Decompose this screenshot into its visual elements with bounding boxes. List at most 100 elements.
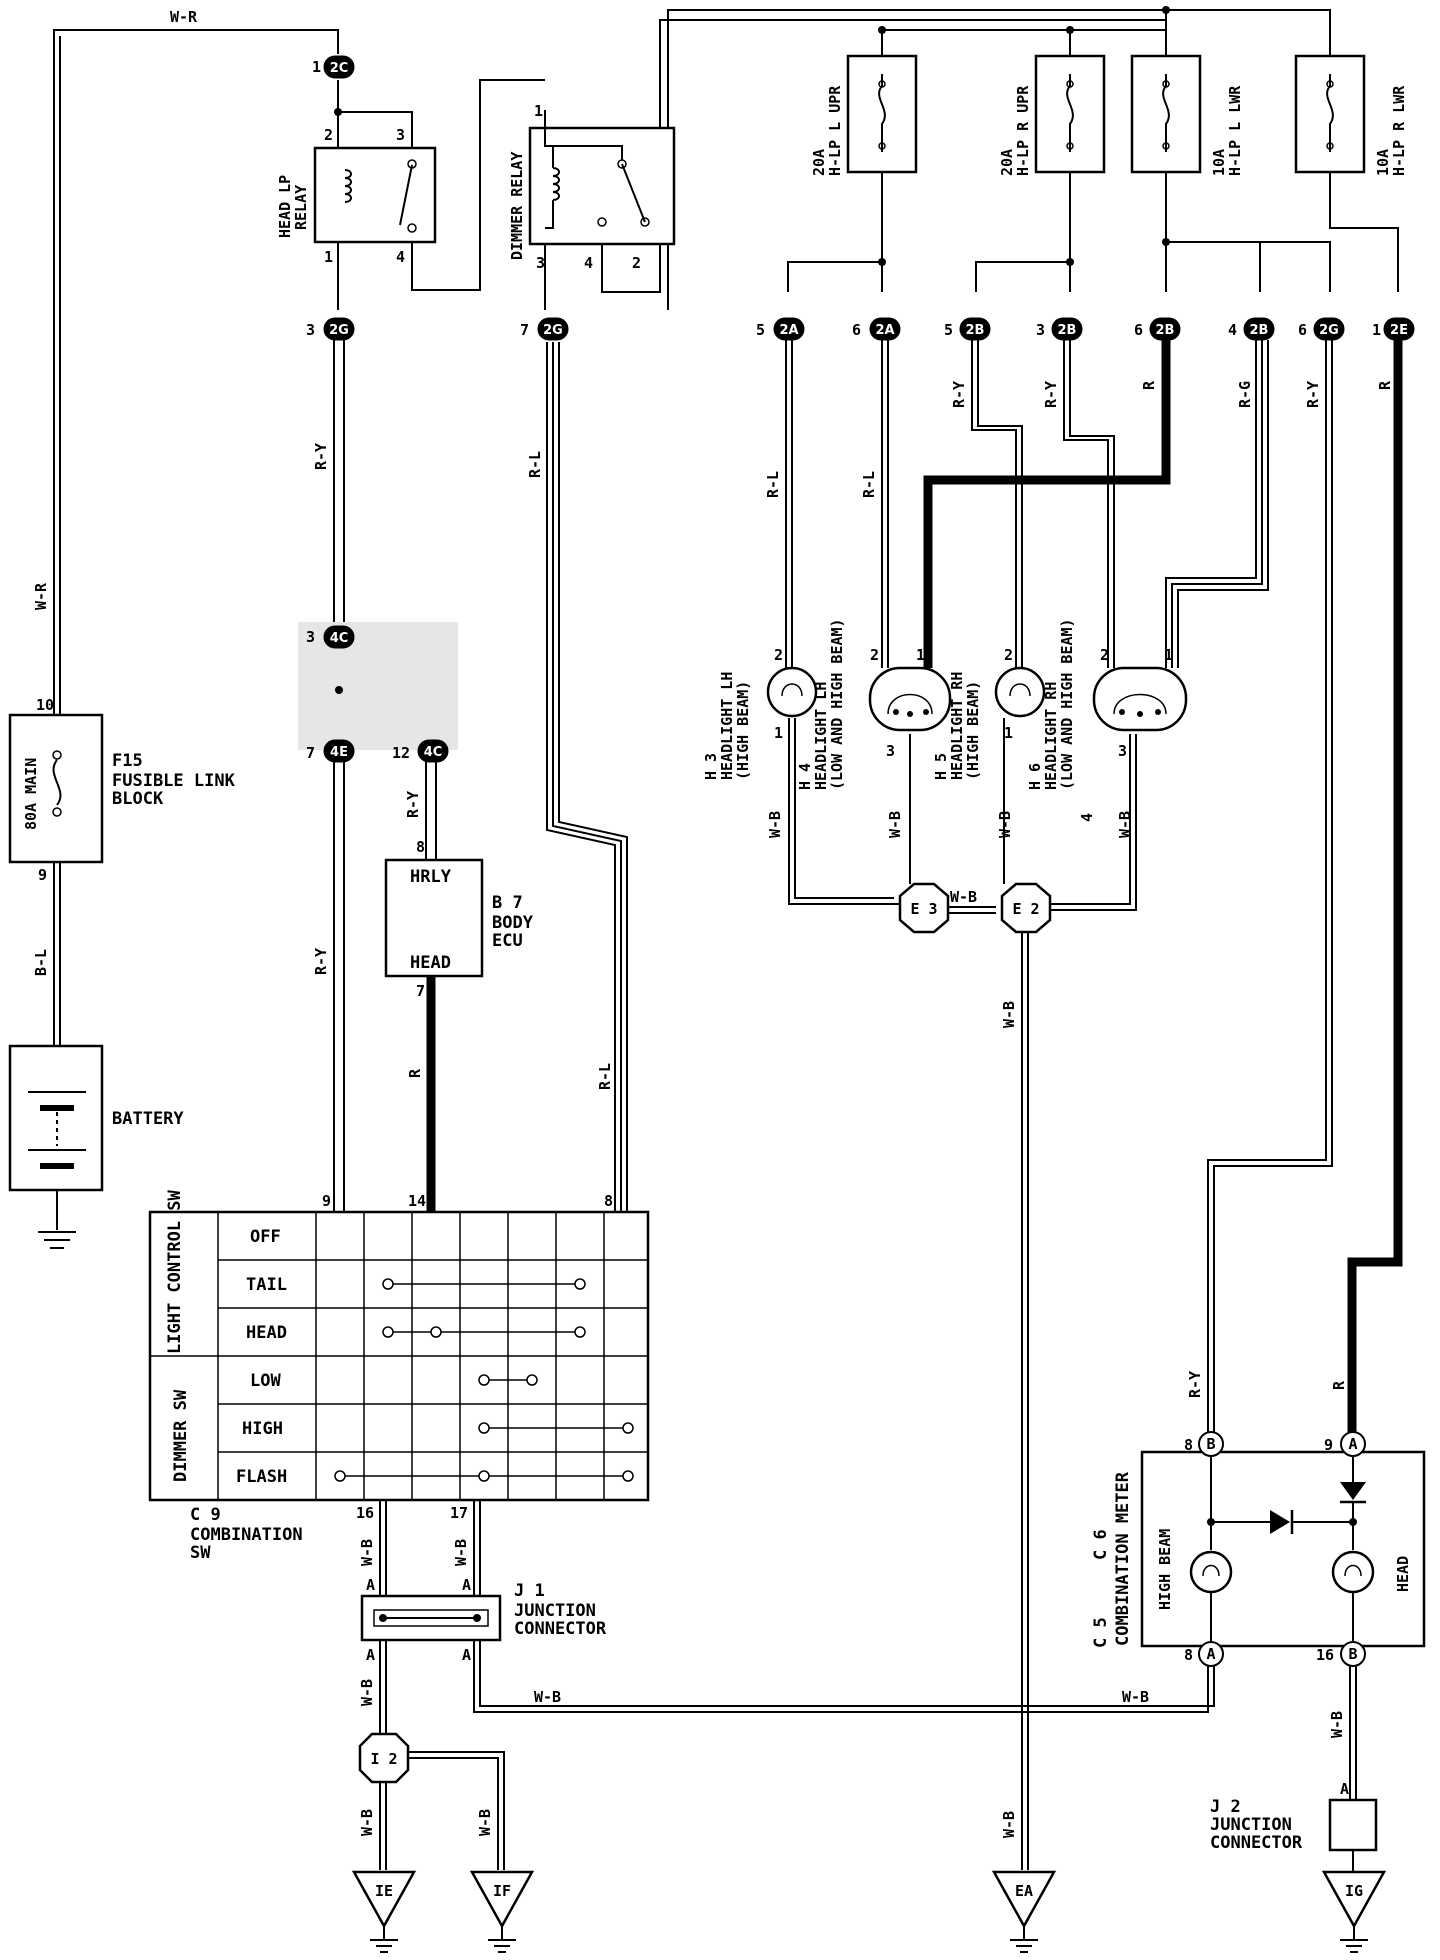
label-b-l: B-L — [32, 949, 50, 976]
h4-pin-2: 2 — [870, 646, 879, 664]
wire-i2-if — [408, 1751, 505, 1870]
fuse-3: 10A H-LP L LWR — [1130, 54, 1244, 176]
ground-ea: EA — [991, 1870, 1057, 1953]
dimmer-relay-contact-3 — [640, 217, 650, 227]
cs-dimmer-group-label: DIMMER SW — [171, 1389, 191, 1482]
connector-2c-id: 2C — [330, 61, 349, 76]
ie-triangle — [351, 1870, 417, 1929]
dimmer-relay-contact-2 — [597, 217, 607, 227]
fuse3-out-junction — [1162, 238, 1170, 246]
label-w-b-8: W-B — [358, 1539, 376, 1566]
dimmer-relay-switch — [621, 163, 646, 223]
connector-4e-7-id: 4E — [330, 745, 348, 760]
dimmer-relay-int-3 — [545, 145, 623, 160]
fuse-4-box — [1294, 54, 1366, 174]
h3-bulb — [766, 666, 818, 718]
dimmer-relay-label: DIMMER RELAY — [508, 152, 526, 260]
label-w-b-1: W-B — [766, 811, 784, 838]
cs-flash-dot-2 — [478, 1470, 490, 1482]
wire-r-l-2 — [552, 342, 622, 1212]
body-ecu-box — [384, 858, 484, 978]
wire-relay-out4 — [411, 79, 545, 291]
meter-pin-top-b-text: B — [1206, 1435, 1215, 1453]
h3-pin-1: 1 — [774, 724, 783, 742]
j2-code: J 2 — [1210, 1797, 1241, 1817]
fuse2-out-junction — [1066, 258, 1074, 266]
wire-2b4-1 — [1165, 340, 1257, 668]
ground-points: E 3 E 2 I 2 IE IF EA — [351, 882, 1387, 1953]
label-r-4: R — [1330, 1380, 1348, 1390]
head-lp-relay-contact-1 — [407, 159, 417, 169]
connector-pins: 1 2C 3 2G 7 2G 3 4C 7 4E 12 4C — [298, 55, 1415, 763]
connector-2g-7: 7 2G — [520, 317, 569, 341]
wire-j1-meter-b — [479, 1640, 1215, 1707]
wire-w-r — [53, 29, 339, 715]
head-lp-relay-line2: RELAY — [292, 185, 310, 230]
connector-2g-6-pill — [1313, 317, 1345, 341]
wire-2b6-heavy — [923, 340, 1171, 668]
wire-j1-meter-a — [473, 1640, 1209, 1713]
wire-fuse3-b3 — [1166, 241, 1331, 292]
fuse-2: 20A H-LP R UPR — [998, 54, 1106, 176]
cs-row-off: OFF — [250, 1227, 281, 1247]
wire-h6-gnd — [1048, 734, 1131, 905]
body-ecu-name1: BODY — [492, 913, 534, 933]
wire-i2-if2 — [408, 1757, 499, 1870]
fusible-link-name2: BLOCK — [112, 789, 164, 809]
connector-2b-6-id: 2B — [1156, 323, 1175, 338]
label-w-b-2: W-B — [886, 811, 904, 838]
junction-connector-j2: A J 2 JUNCTION CONNECTOR — [1210, 1780, 1378, 1853]
h6-contact-1 — [1119, 709, 1125, 715]
connector-2g-7-id: 2G — [543, 323, 563, 338]
label-r-y-1: R-Y — [312, 443, 330, 470]
connector-2g-7-num: 7 — [520, 321, 529, 339]
head-lp-relay-switch — [399, 164, 413, 226]
h5-bulb — [994, 666, 1046, 718]
wire-2b4-3 — [1177, 340, 1269, 668]
e3-octagon — [898, 882, 950, 934]
meter-pin-9-top: 9 — [1324, 1436, 1333, 1454]
fuse-3-terminal-bottom — [1162, 142, 1170, 150]
meter-head-label: HEAD — [1394, 1556, 1412, 1592]
fuse-3-box — [1130, 54, 1202, 174]
connector-2a-6-pill — [869, 317, 901, 341]
h4-name: HEADLIGHT LH — [812, 682, 830, 790]
h3-filament-icon — [781, 683, 803, 697]
dimmer-relay-pin-3: 3 — [536, 254, 545, 272]
connector-2b-6-num: 6 — [1134, 321, 1143, 339]
fuse-2-rating: 20A — [998, 149, 1016, 176]
label-r-y-6: R-Y — [1304, 381, 1322, 408]
fuse-1: 20A H-LP L UPR — [810, 54, 918, 176]
cs-pin-17: 17 — [450, 1504, 468, 1522]
h4-contact-3 — [923, 709, 929, 715]
meter-head-filament-icon — [1344, 1564, 1362, 1577]
connector-2b-5-num: 5 — [944, 321, 953, 339]
headlights: 2 1 H 3 HEADLIGHT LH (HIGH BEAM) 2 1 3 H… — [702, 618, 1188, 822]
dimmer-relay-pin-1: 1 — [534, 102, 543, 120]
j1-bar — [373, 1609, 489, 1627]
h4-filament-icon — [887, 693, 933, 715]
h5-code: H 5 — [932, 753, 950, 780]
connector-2e-1-num: 1 — [1372, 321, 1381, 339]
body-ecu-term-top: HRLY — [410, 867, 452, 887]
e3-label: E 3 — [910, 900, 937, 918]
wire-h6-gnd2 — [1048, 734, 1137, 911]
label-w-b-5: W-B — [950, 888, 977, 906]
h4-sub: (LOW AND HIGH BEAM) — [828, 618, 846, 790]
h4-code: H 4 — [796, 763, 814, 790]
label-r-l-1: R-L — [526, 451, 544, 478]
h5-name: HEADLIGHT RH — [948, 672, 966, 780]
connector-4c-3-id: 4C — [330, 631, 349, 646]
cs-name2: SW — [190, 1543, 211, 1563]
cs-low-dot-2 — [526, 1374, 538, 1386]
fuse-3-rating: 10A — [1210, 149, 1228, 176]
fuse-1-rating: 20A — [810, 149, 828, 176]
battery: BATTERY — [8, 1044, 184, 1249]
h6-filament-icon — [1113, 693, 1167, 715]
j1-name1: JUNCTION — [514, 1601, 596, 1621]
h5-pin-1: 1 — [1004, 724, 1013, 742]
dimmer-relay: 1 3 4 2 DIMMER RELAY — [508, 102, 676, 272]
cs-code: C 9 — [190, 1505, 221, 1525]
wire-2b3-1 — [1063, 340, 1109, 668]
head-lp-relay-line1: HEAD LP — [276, 175, 294, 238]
